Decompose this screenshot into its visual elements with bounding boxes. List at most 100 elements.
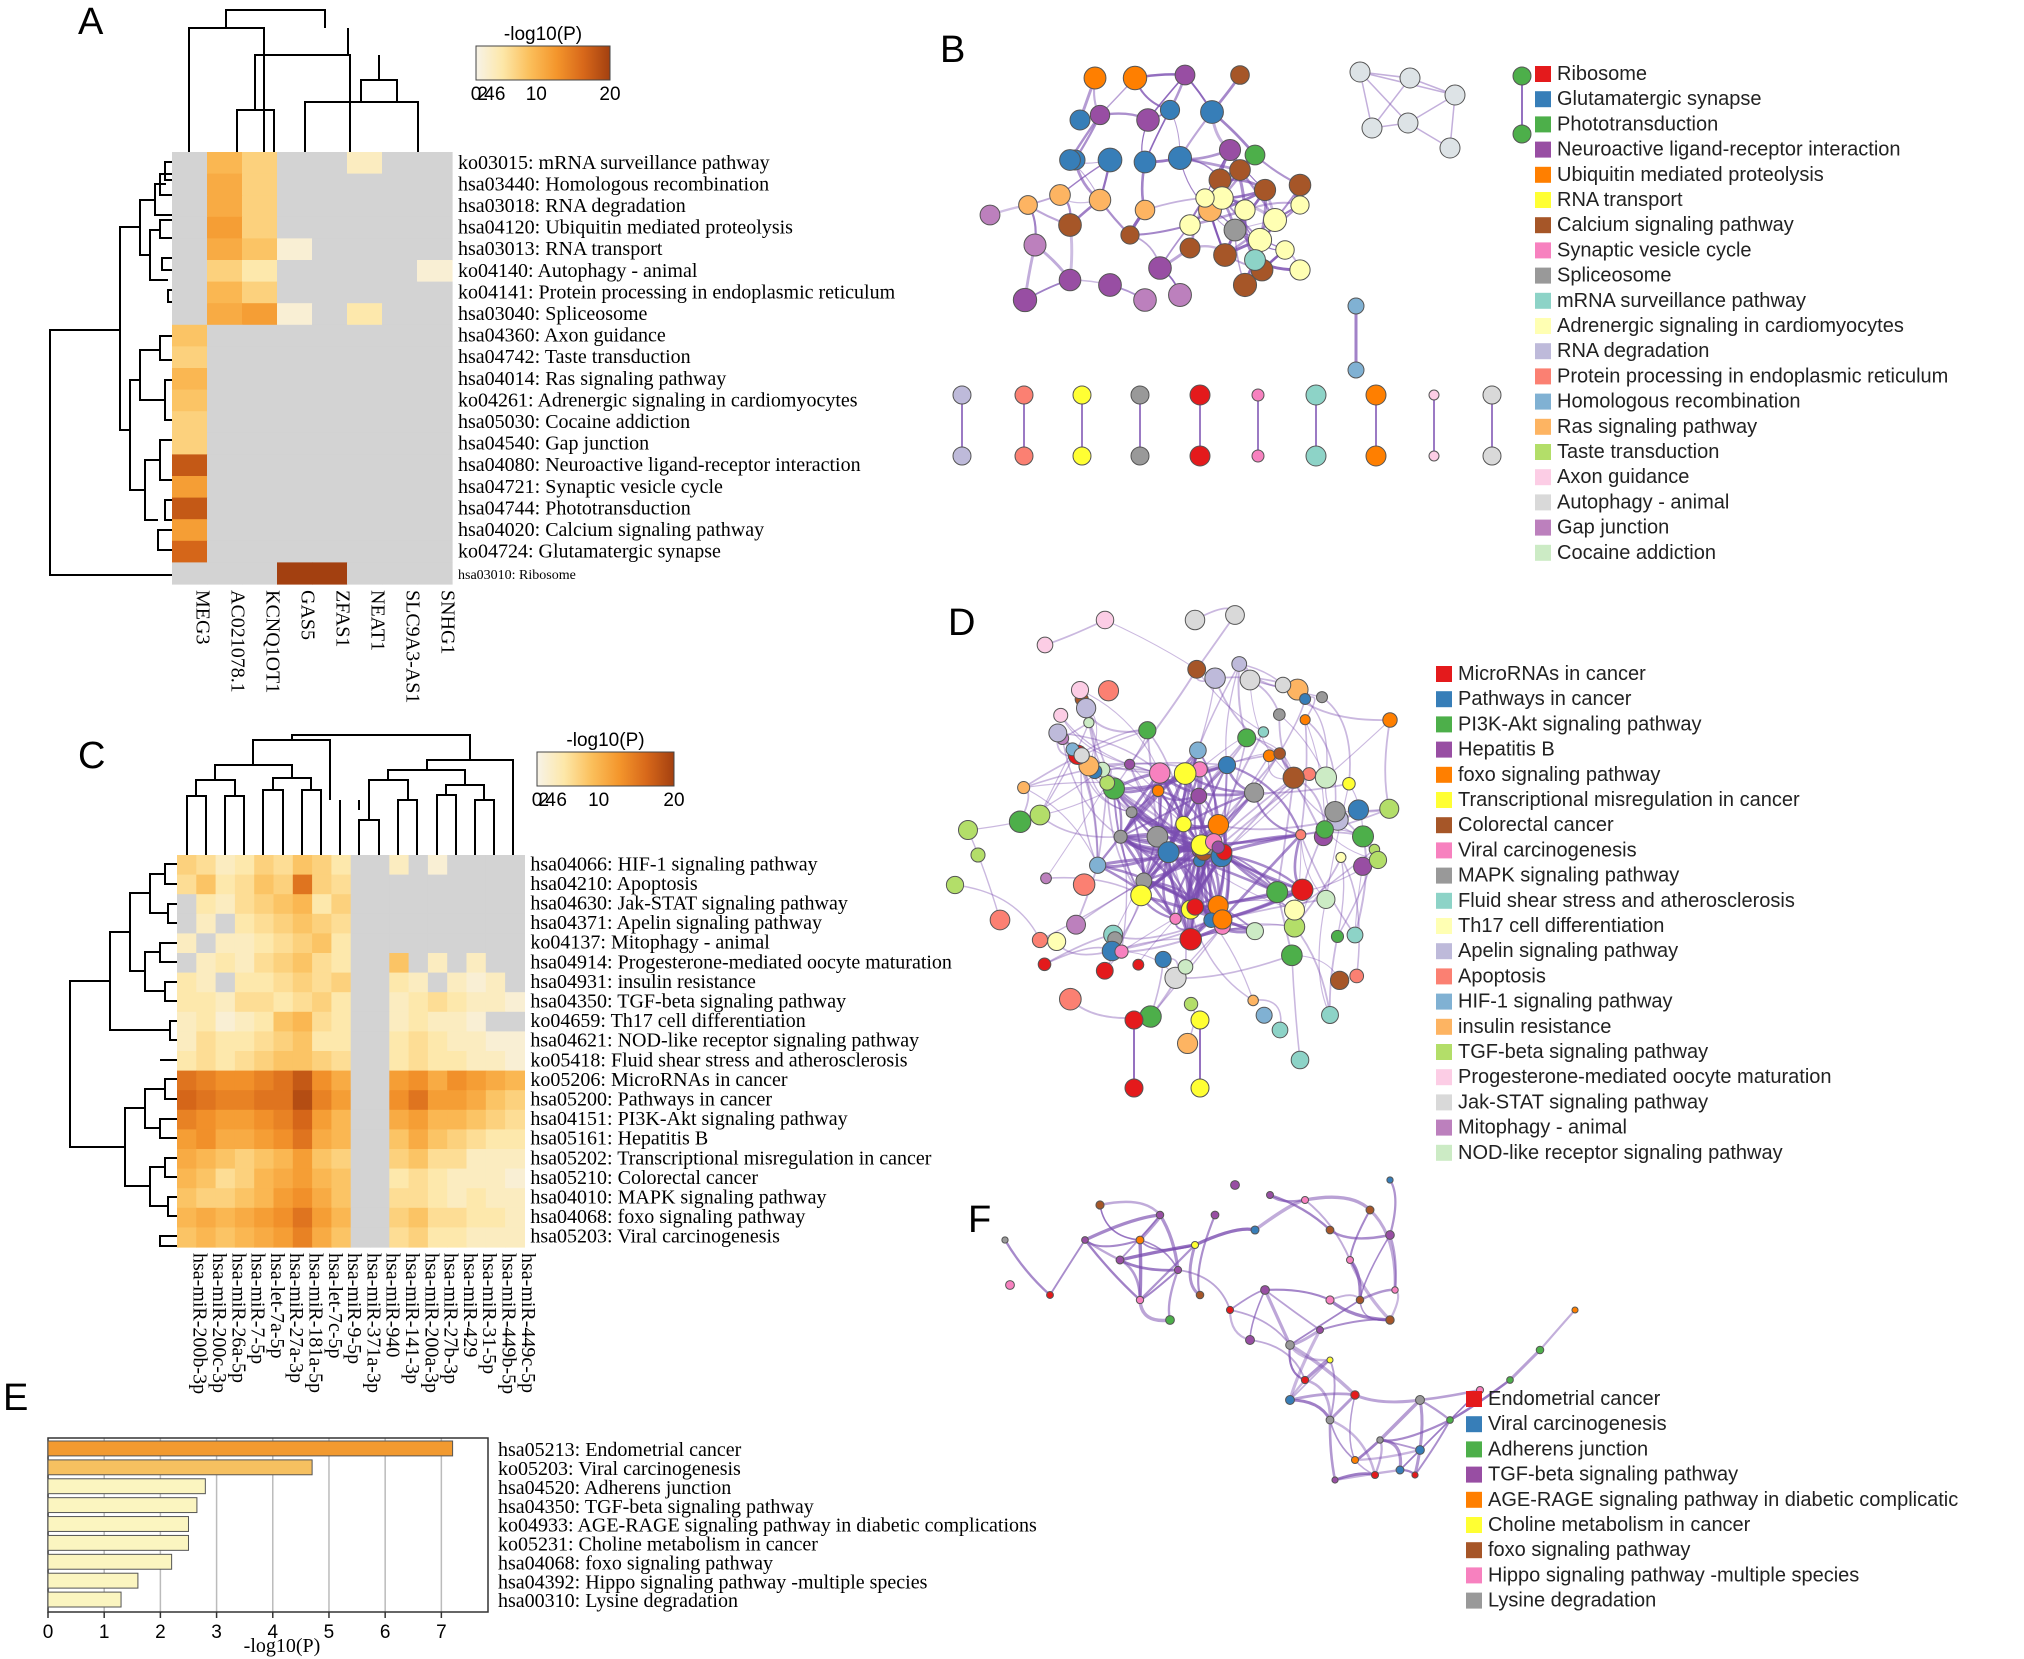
network-node: [1138, 721, 1157, 740]
heatmap-cell: [207, 238, 243, 261]
network-node: [1274, 676, 1292, 694]
network-node: [1177, 959, 1194, 975]
heatmap-cell: [242, 562, 278, 585]
heatmap-cell: [408, 894, 429, 915]
heatmap-cell: [466, 1011, 487, 1032]
network-node: [979, 204, 1001, 226]
heatmap-cell: [312, 346, 348, 369]
heatmap-cell: [312, 519, 348, 542]
column-label: hsa-miR-27a-3p: [285, 1253, 307, 1383]
legend-entry: PI3K-Akt signaling pathway: [1458, 713, 1701, 735]
network-node: [1189, 741, 1207, 760]
heatmap-cell: [207, 173, 243, 196]
heatmap-cell: [370, 1031, 390, 1052]
column-label: hsa-miR-200c-3p: [208, 1253, 230, 1393]
heatmap-cell: [408, 1227, 429, 1248]
panel-letter-c: C: [78, 735, 105, 777]
heatmap-cell: [466, 874, 487, 895]
network-node: [1124, 1010, 1144, 1030]
heatmap-cell: [273, 1227, 294, 1248]
heatmap-cell: [505, 1129, 525, 1150]
network-node: [1260, 1285, 1270, 1295]
network-node: [1207, 814, 1230, 836]
heatmap-cell: [505, 972, 525, 993]
network-node: [1017, 781, 1031, 795]
heatmap-cell: [427, 1129, 448, 1150]
legend-swatch: [1436, 993, 1452, 1010]
heatmap-cell: [312, 1011, 332, 1032]
color-scale-tick: 4: [545, 790, 556, 811]
legend-entry: NOD-like receptor signaling pathway: [1458, 1142, 1783, 1164]
heatmap-cell: [350, 855, 371, 876]
heatmap-cell: [177, 972, 197, 993]
network-node: [1165, 1315, 1175, 1325]
network-node: [1134, 199, 1156, 221]
row-dendrogram: [159, 335, 172, 361]
legend-entry: Autophagy - animal: [1557, 491, 1729, 513]
network-node: [1053, 707, 1069, 723]
heatmap-cell: [389, 874, 410, 895]
network-node: [1157, 841, 1180, 864]
heatmap-cell: [273, 874, 294, 895]
heatmap-a: ko03015: mRNA surveillance pathwayhsa034…: [49, 9, 896, 703]
heatmap-cell: [312, 497, 348, 520]
heatmap-cell: [292, 992, 313, 1013]
heatmap-cell: [273, 894, 294, 915]
heatmap-cell: [331, 1051, 352, 1072]
network-node: [1247, 227, 1273, 253]
network-node: [1315, 820, 1334, 839]
heatmap-cell: [215, 992, 236, 1013]
network-node: [1257, 726, 1270, 738]
heatmap-cell: [427, 913, 448, 934]
heatmap-cell: [389, 953, 410, 974]
heatmap-cell: [207, 346, 243, 369]
network-node: [1095, 1200, 1105, 1210]
row-dendrogram: [129, 379, 145, 491]
heatmap-cell: [408, 855, 429, 876]
heatmap-cell: [292, 933, 313, 954]
network-node: [1217, 755, 1237, 775]
network-node: [1223, 218, 1247, 242]
heatmap-cell: [350, 1149, 371, 1170]
heatmap-cell: [172, 346, 208, 369]
network-node: [1114, 944, 1129, 959]
legend-swatch: [1535, 91, 1551, 108]
heatmap-cell: [242, 173, 278, 196]
heatmap-cell: [427, 1011, 448, 1032]
network-edge: [1099, 1200, 1161, 1216]
network-node: [1146, 825, 1169, 848]
row-label: hsa03013: RNA transport: [458, 238, 663, 260]
heatmap-cell: [347, 562, 383, 585]
heatmap-cell: [408, 1070, 429, 1091]
heatmap-cell: [234, 855, 255, 876]
network-node: [1014, 446, 1034, 466]
heatmap-cell: [196, 1011, 217, 1032]
heatmap-cell: [350, 1227, 371, 1248]
bar: [47, 1572, 139, 1589]
heatmap-cell: [389, 972, 410, 993]
heatmap-cell: [234, 1207, 255, 1228]
color-scale-bar: [536, 751, 675, 787]
row-label: hsa05210: Colorectal cancer: [530, 1167, 758, 1189]
heatmap-cell: [242, 411, 278, 434]
heatmap-cell: [242, 216, 278, 239]
network-edge: [1060, 714, 1160, 774]
heatmap-cell: [277, 303, 313, 326]
heatmap-cell: [292, 855, 313, 876]
heatmap-cell: [196, 953, 217, 974]
heatmap-cell: [292, 894, 313, 915]
heatmap-cell: [417, 195, 453, 218]
legend-entry: HIF-1 signaling pathway: [1458, 991, 1673, 1013]
heatmap-cell: [389, 1090, 410, 1111]
heatmap-cell: [242, 260, 278, 283]
network-node: [1237, 728, 1257, 748]
network-node: [1262, 749, 1276, 763]
bar-label: hsa04350: TGF-beta signaling pathway: [498, 1496, 814, 1518]
network-node: [1139, 1005, 1162, 1028]
heatmap-cell: [215, 1227, 236, 1248]
heatmap-cell: [172, 173, 208, 196]
heatmap-cell: [485, 913, 506, 934]
row-dendrogram: [159, 942, 177, 963]
heatmap-cell: [417, 324, 453, 347]
heatmap-cell: [172, 497, 208, 520]
